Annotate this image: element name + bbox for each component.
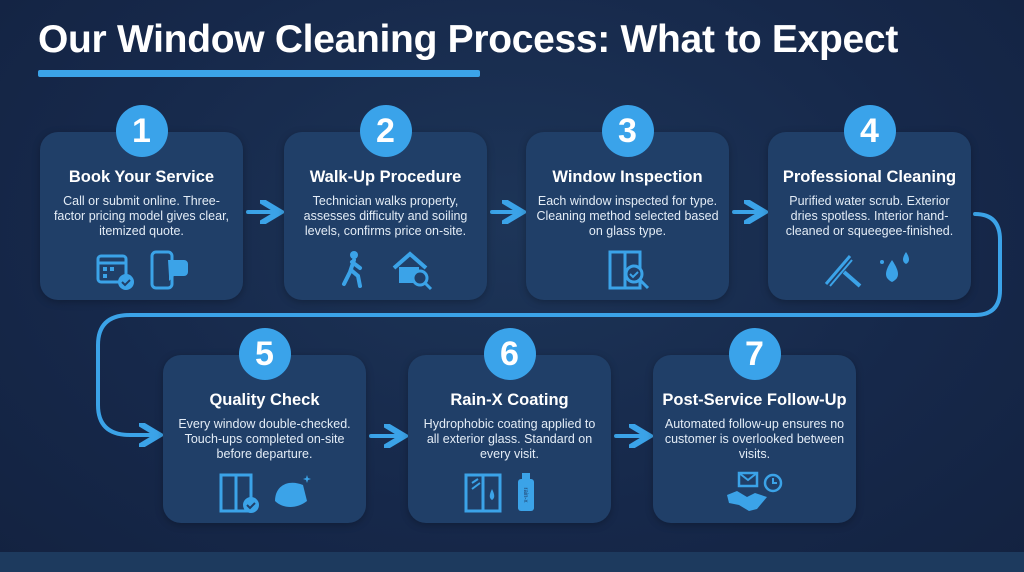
step-title: Window Inspection <box>552 168 703 186</box>
squeegee-icon <box>824 255 861 288</box>
step-icons <box>40 248 243 292</box>
step-number-badge: 5 <box>238 328 291 380</box>
step-card-4: 4 Professional Cleaning Purified water s… <box>768 105 971 300</box>
step-description: Every window double-checked. Touch-ups c… <box>178 417 351 461</box>
step-number-badge: 4 <box>843 105 896 157</box>
step-title: Post-Service Follow-Up <box>662 391 847 409</box>
step-card-5: 5 Quality Check Every window double-chec… <box>163 328 366 523</box>
step-description: Hydrophobic coating applied to all exter… <box>423 417 596 461</box>
water-drop-icon <box>879 252 909 282</box>
step-icons <box>163 471 366 515</box>
step-title: Book Your Service <box>68 168 215 186</box>
step-icons <box>284 248 487 292</box>
phone-chat-icon <box>150 250 188 290</box>
step-card-3: 3 Window Inspection Each window inspecte… <box>526 105 729 300</box>
window-coating-icon <box>464 473 501 513</box>
step-description: Each window inspected for type. Cleaning… <box>536 194 719 238</box>
step-icons <box>526 248 729 292</box>
step-icons <box>653 471 856 515</box>
cleaning-cloth-icon <box>274 475 311 507</box>
step-number-badge: 2 <box>359 105 412 157</box>
step-card-7: 7 Post-Service Follow-Up Automated follo… <box>653 328 856 523</box>
page-title: Our Window Cleaning Process: What to Exp… <box>38 18 899 61</box>
step-card-2: 2 Walk-Up Procedure Technician walks pro… <box>284 105 487 300</box>
step-icons: rain-x <box>408 471 611 515</box>
title-underline <box>38 70 480 77</box>
step-card-1: 1 Book Your Service Call or submit onlin… <box>40 105 243 300</box>
step-title: Quality Check <box>209 391 320 409</box>
spray-bottle-icon: rain-x <box>517 473 534 511</box>
svg-text:rain-x: rain-x <box>522 487 528 502</box>
arrow-4-5 <box>96 212 1002 435</box>
step-icons <box>768 248 971 292</box>
step-description: Technician walks property, assesses diff… <box>303 194 468 238</box>
step-number-badge: 7 <box>728 328 781 380</box>
step-description: Call or submit online. Three-factor pric… <box>53 194 230 238</box>
step-number-badge: 3 <box>601 105 654 157</box>
calendar-check-icon <box>96 254 134 290</box>
footer-strip <box>0 552 1024 572</box>
step-number-badge: 6 <box>483 328 536 380</box>
step-description: Automated follow-up ensures no customer … <box>664 417 845 461</box>
step-title: Walk-Up Procedure <box>309 168 462 186</box>
step-number-badge: 1 <box>115 105 168 157</box>
handshake-mail-clock-icon <box>726 471 782 511</box>
window-check-icon <box>219 473 259 513</box>
step-description: Purified water scrub. Exterior dries spo… <box>785 194 954 238</box>
walking-person-icon <box>341 251 362 288</box>
step-card-6: 6 Rain-X Coating Hydrophobic coating app… <box>408 328 611 523</box>
window-inspect-icon <box>608 250 649 290</box>
step-title: Professional Cleaning <box>782 168 957 186</box>
house-search-icon <box>392 251 432 291</box>
step-title: Rain-X Coating <box>450 391 569 409</box>
